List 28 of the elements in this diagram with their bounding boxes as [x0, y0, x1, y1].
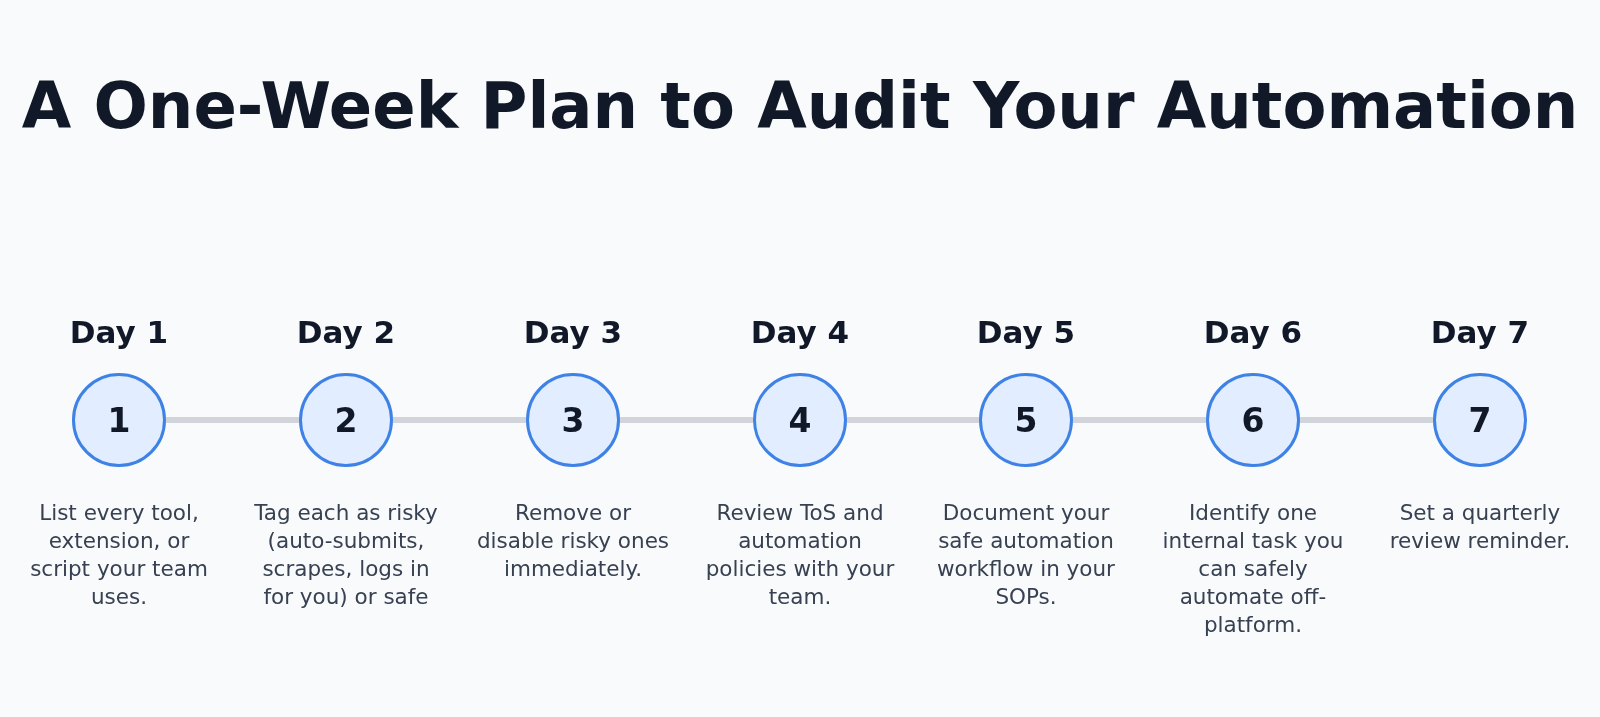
- connector-line: [1300, 417, 1433, 423]
- step-circle: 5: [979, 373, 1073, 467]
- diagram-title: A One-Week Plan to Audit Your Automation: [21, 70, 1579, 144]
- day-heading: Day 6: [1203, 314, 1303, 352]
- step-circle: 7: [1433, 373, 1527, 467]
- day-heading: Day 2: [296, 314, 396, 352]
- connector-line: [847, 417, 979, 423]
- step-circle: 3: [526, 373, 620, 467]
- connector-line: [1073, 417, 1206, 423]
- step-description: Set a quarterly review reminder.: [1388, 499, 1572, 555]
- connector-line: [393, 417, 526, 423]
- connector-line: [166, 417, 299, 423]
- step-circle: 4: [753, 373, 847, 467]
- step-description: Tag each as risky (auto-submits, scrapes, logs in for you) or safe: [253, 499, 439, 611]
- day-heading: Day 1: [69, 314, 169, 352]
- day-heading: Day 3: [523, 314, 623, 352]
- step-description: List every tool, extension, or script your team uses.: [29, 499, 209, 611]
- step-description: Document your safe automation workflow in your SOPs.: [936, 499, 1116, 611]
- step-description: Review ToS and automation policies with your team.: [704, 499, 896, 611]
- step-circle: 1: [72, 373, 166, 467]
- step-description: Identify one internal task you can safely automate off-platform.: [1161, 499, 1345, 639]
- day-heading: Day 5: [976, 314, 1076, 352]
- day-heading: Day 7: [1430, 314, 1530, 352]
- step-circle: 2: [299, 373, 393, 467]
- step-circle: 6: [1206, 373, 1300, 467]
- step-description: Remove or disable risky ones immediately.: [476, 499, 670, 583]
- day-heading: Day 4: [750, 314, 850, 352]
- connector-line: [620, 417, 753, 423]
